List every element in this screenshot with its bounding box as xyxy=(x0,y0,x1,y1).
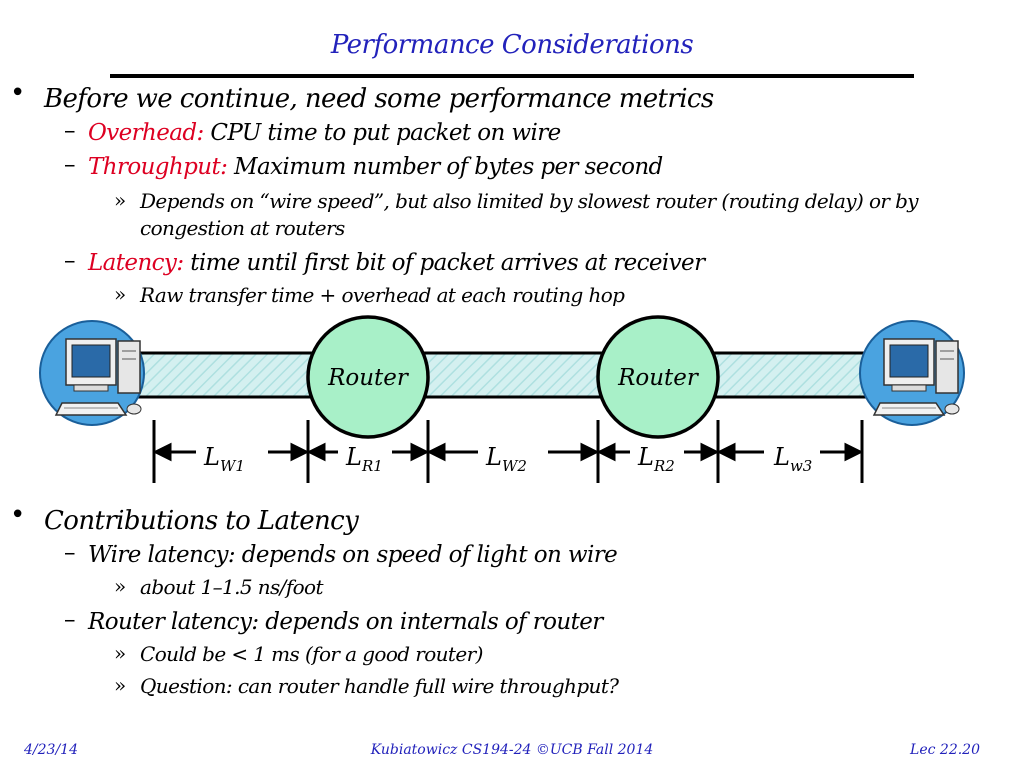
dash-marker: – xyxy=(64,152,76,178)
computer-right-icon xyxy=(859,320,965,426)
latency-term: Latency: xyxy=(88,250,184,276)
dash-marker: – xyxy=(64,540,76,566)
overhead-text: CPU time to put packet on wire xyxy=(210,120,561,146)
item-latency: Latency: time until first bit of packet … xyxy=(88,250,705,276)
latency-subpoint: Raw transfer time + overhead at each rou… xyxy=(140,283,625,307)
heading-performance-metrics: Before we continue, need some performanc… xyxy=(44,84,714,114)
bullet-marker: • xyxy=(10,78,26,108)
dash-marker: – xyxy=(64,248,76,274)
segment-label-lw1: LW1 xyxy=(203,443,245,475)
item-overhead: Overhead: CPU time to put packet on wire xyxy=(88,120,561,146)
overhead-term: Overhead: xyxy=(88,120,204,146)
raquo-marker: » xyxy=(114,641,127,665)
item-wire-latency: Wire latency: depends on speed of light … xyxy=(88,542,618,568)
dash-marker: – xyxy=(64,118,76,144)
dash-marker: – xyxy=(64,607,76,633)
raquo-marker: » xyxy=(114,673,127,697)
item-router-latency: Router latency: depends on internals of … xyxy=(88,609,603,635)
segment-label-lr2: LR2 xyxy=(637,443,675,475)
segment-label-lw3: Lw3 xyxy=(773,443,812,475)
footer-course: Kubiatowicz CS194-24 ©UCB Fall 2014 xyxy=(370,742,654,758)
heading-contributions-to-latency: Contributions to Latency xyxy=(44,506,359,536)
throughput-term: Throughput: xyxy=(88,154,228,180)
network-latency-diagram: Router Router LW1 LR1 LW2 LR2 Lw3 xyxy=(39,315,965,483)
wire-latency-subpoint: about 1–1.5 ns/foot xyxy=(140,575,324,599)
computer-left-icon xyxy=(39,320,145,426)
raquo-marker: » xyxy=(114,574,127,598)
router-latency-subpoint-2: Question: can router handle full wire th… xyxy=(140,674,619,698)
bullet-marker: • xyxy=(10,500,26,530)
latency-text: time until first bit of packet arrives a… xyxy=(190,250,705,276)
raquo-marker: » xyxy=(114,188,127,212)
slide-title: Performance Considerations xyxy=(330,30,694,60)
raquo-marker: » xyxy=(114,282,127,306)
router-latency-subpoint-1: Could be < 1 ms (for a good router) xyxy=(140,642,483,666)
router-2-label: Router xyxy=(617,365,700,391)
title-rule xyxy=(110,74,914,78)
wire-band xyxy=(120,351,890,399)
throughput-text: Maximum number of bytes per second xyxy=(234,154,663,180)
router-1-label: Router xyxy=(327,365,410,391)
segment-label-lr1: LR1 xyxy=(345,443,383,475)
footer-date: 4/23/14 xyxy=(24,742,78,758)
throughput-subpoint-line1: Depends on “wire speed”, but also limite… xyxy=(140,189,919,213)
throughput-subpoint-line2: congestion at routers xyxy=(140,216,345,240)
segment-label-lw2: LW2 xyxy=(485,443,527,475)
dimension-arrows xyxy=(152,442,864,462)
router-2: Router xyxy=(596,315,720,439)
router-1: Router xyxy=(306,315,430,439)
item-throughput: Throughput: Maximum number of bytes per … xyxy=(88,154,663,180)
footer-lecture-number: Lec 22.20 xyxy=(910,742,980,758)
